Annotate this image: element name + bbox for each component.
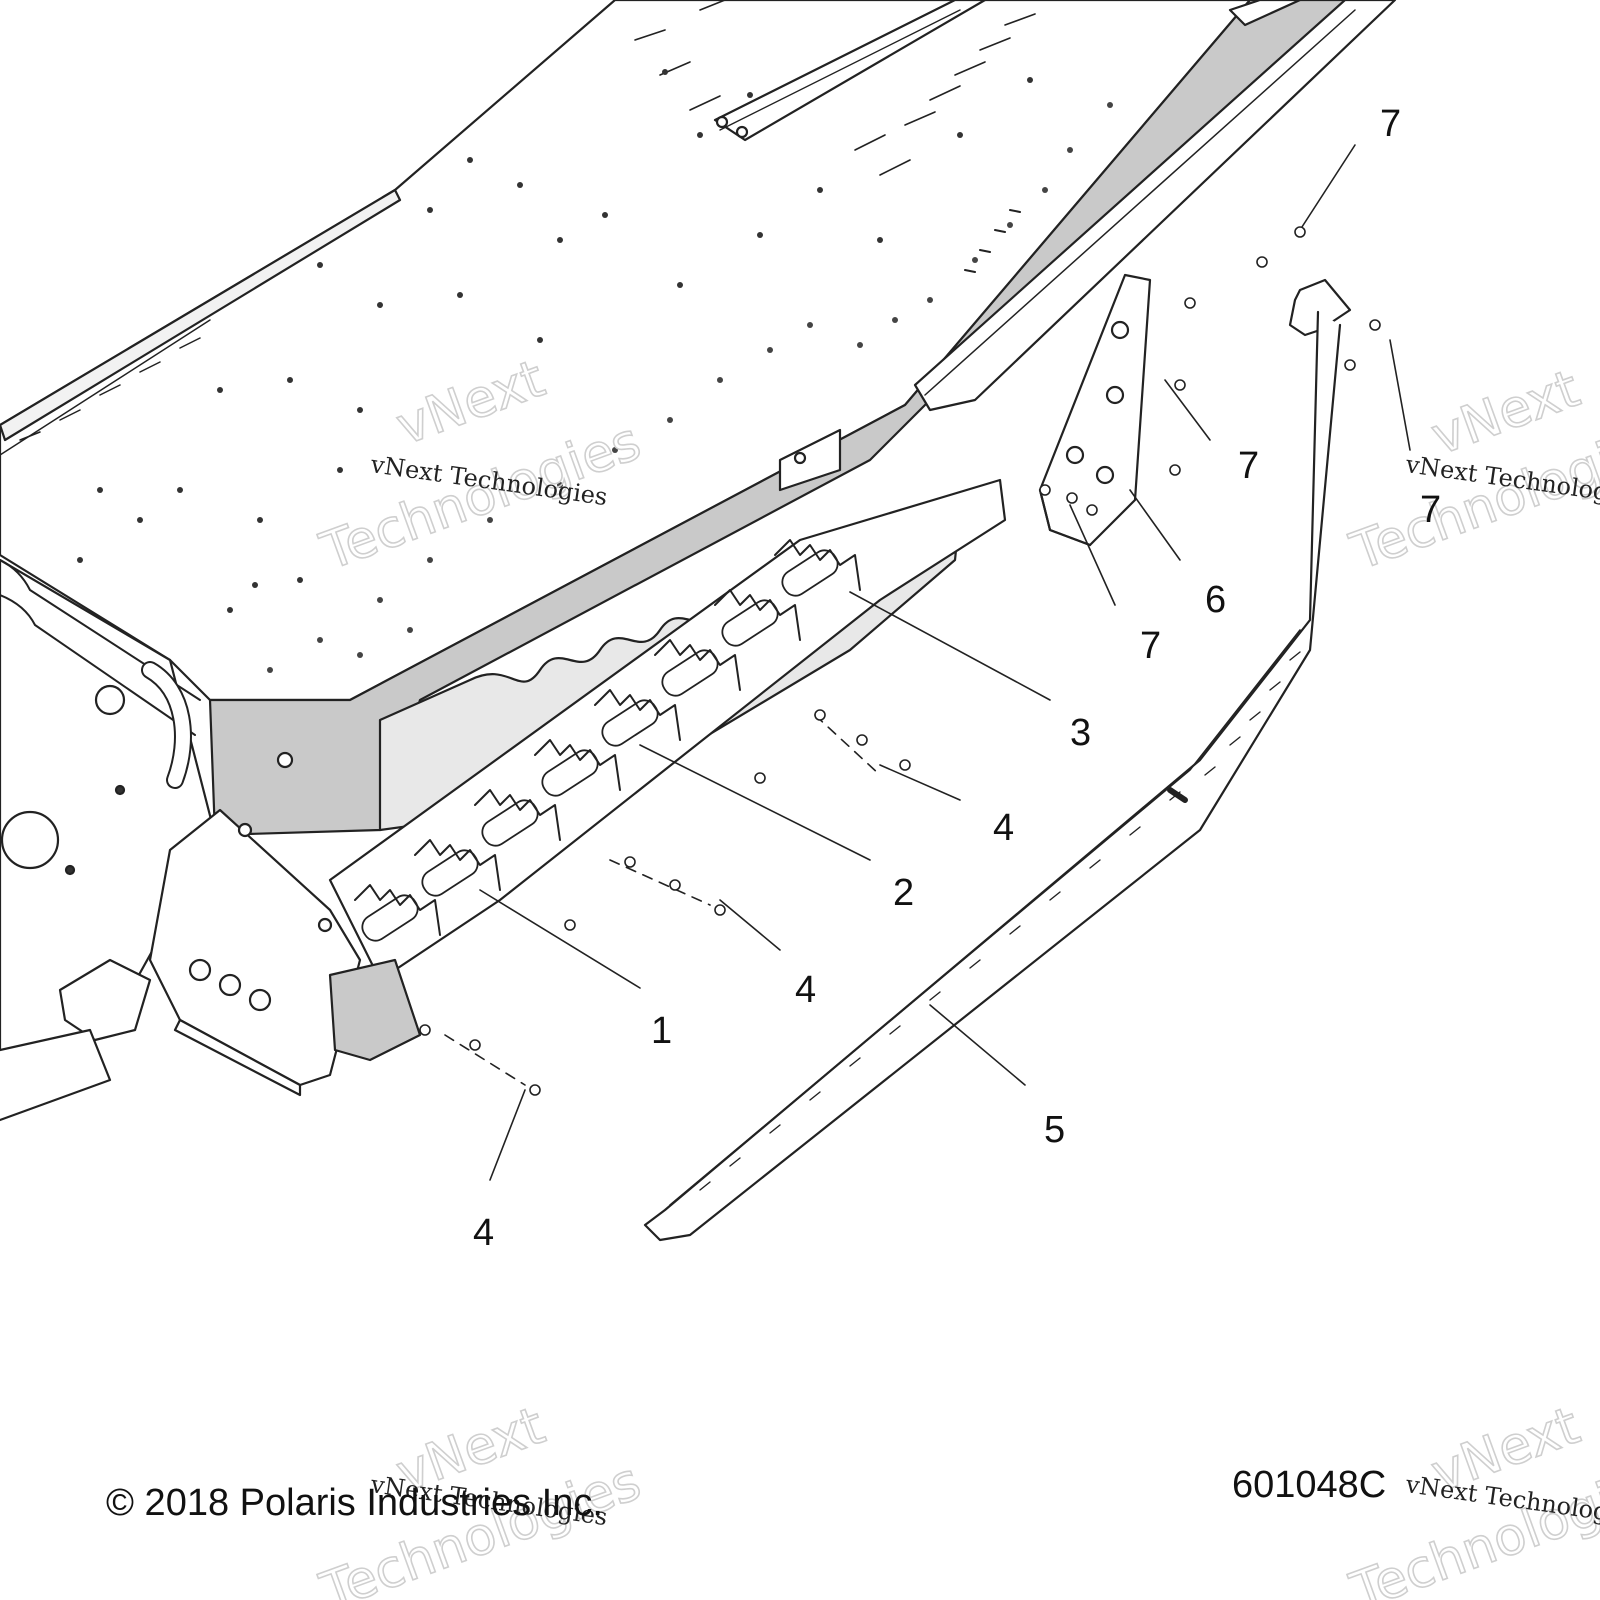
callout-7: 7 [1380,103,1401,145]
callout-7: 7 [1420,489,1441,531]
part-6-support-bracket [1038,273,1152,547]
callout-6: 6 [1205,579,1226,621]
tunnel-deck [0,0,1252,702]
callout-4: 4 [993,807,1014,849]
front-bulkhead [0,558,294,1122]
copyright-notice: © 2018 Polaris Industries Inc. [106,1482,603,1524]
callout-5: 5 [1044,1109,1065,1151]
callout-3: 3 [1070,712,1091,754]
footrest-plate [328,478,1007,982]
upper-slide-rail [913,0,1397,412]
figure-id: 601048C [1232,1464,1387,1506]
left-rail-strip [0,188,402,456]
part-5-side-rail [643,278,1352,1242]
callouts: 1 2 3 4 4 4 5 6 7 7 7 7 [473,103,1441,1254]
callout-4: 4 [473,1212,494,1254]
leader-lines [444,144,1411,1181]
callout-2: 2 [893,872,914,914]
callout-7: 7 [1140,625,1161,667]
fasteners [419,226,1381,1096]
callout-7: 7 [1238,445,1259,487]
callout-4: 4 [795,969,816,1011]
callout-1: 1 [651,1010,672,1052]
top-slide-rail [713,0,987,142]
front-bracket [148,808,422,1097]
